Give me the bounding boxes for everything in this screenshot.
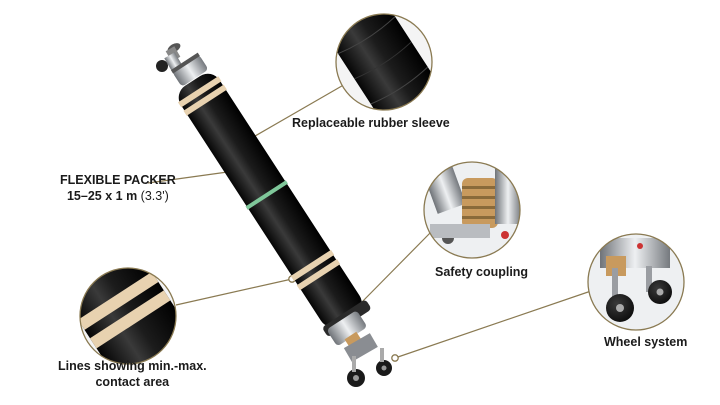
- product-size: 15–25 x 1 m (3.3'): [60, 188, 176, 204]
- clamp-top: [170, 52, 208, 86]
- callout-lines-line2: contact area: [95, 375, 170, 389]
- clamp-bottom: [327, 311, 366, 350]
- packer-illustration: [156, 43, 392, 387]
- leader-lines: [147, 82, 592, 359]
- product-label: FLEXIBLE PACKER 15–25 x 1 m (3.3'): [60, 172, 176, 204]
- contact-band-bottom-1: [290, 249, 335, 282]
- product-size-metric: 15–25 x 1 m: [66, 189, 138, 203]
- marker-band: [245, 180, 288, 210]
- callout-lines-label: Lines showing min.-max. contact area: [58, 358, 207, 390]
- contact-band-top-2: [183, 84, 227, 116]
- detail-circle-coupling: [423, 161, 521, 259]
- product-size-imperial: (3.3'): [140, 189, 169, 203]
- contact-band-top-1: [177, 76, 222, 108]
- leader-dot-wheel: [391, 354, 399, 362]
- rubber-sleeve: [177, 73, 371, 336]
- callout-wheel-label: Wheel system: [604, 335, 688, 349]
- leader-line-wheel: [394, 290, 592, 359]
- leader-line-lines: [175, 278, 293, 306]
- detail-circle-wheel: [587, 233, 685, 331]
- wheel-assembly: [343, 333, 392, 387]
- callout-lines-line1: Lines showing min.-max.: [58, 359, 207, 373]
- contact-band-bottom-2: [296, 259, 341, 291]
- callout-coupling-label: Safety coupling: [435, 265, 529, 279]
- callout-sleeve-label: Replaceable rubber sleeve: [292, 116, 450, 130]
- product-title: FLEXIBLE PACKER: [60, 173, 176, 187]
- leader-line-coupling: [358, 228, 435, 306]
